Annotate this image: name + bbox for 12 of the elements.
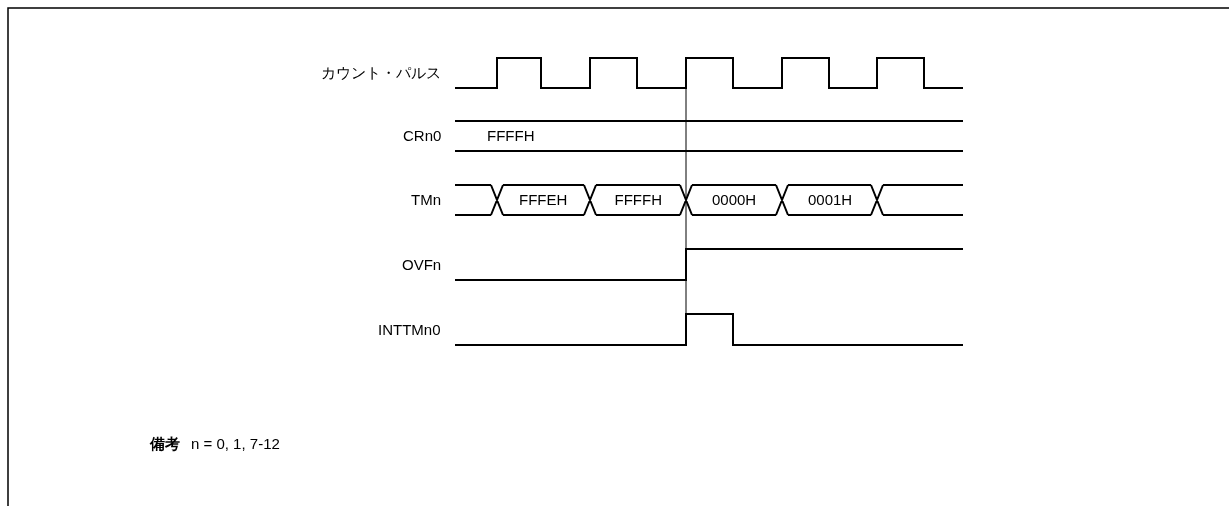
signal-label: CRn0: [403, 127, 442, 145]
note-text: n = 0, 1, 7-12: [191, 435, 280, 453]
bus-value: 0001H: [808, 191, 853, 209]
bus-value: 0000H: [712, 191, 757, 209]
signal-label: OVFn: [402, 256, 442, 274]
signal-label: カウント・パルス: [321, 64, 441, 82]
bus-value: FFFEH: [519, 191, 568, 209]
bus-value: FFFFH: [487, 127, 535, 145]
signal-label: INTTMn0: [378, 321, 441, 339]
signal-label: TMn: [411, 191, 441, 209]
note-heading: 備考: [150, 435, 180, 453]
bus-value: FFFFH: [614, 191, 662, 209]
